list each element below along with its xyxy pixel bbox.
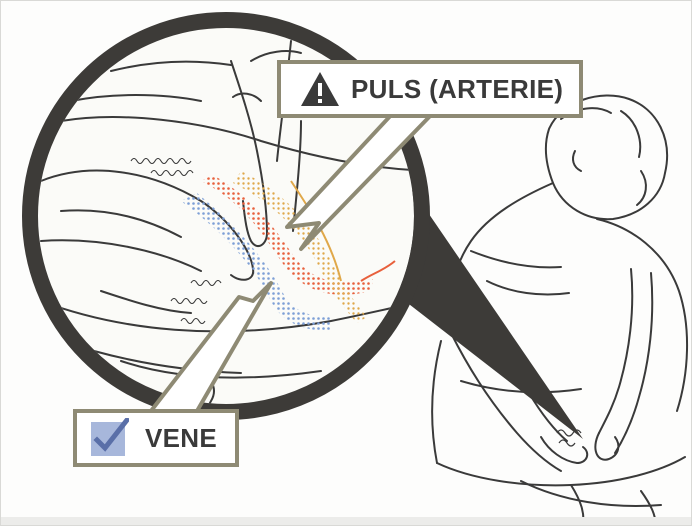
warning-icon [299, 70, 341, 108]
vein-label-text: VENE [145, 423, 217, 454]
bottom-divider [1, 517, 692, 525]
pulse-label-box: PULS (ARTERIE) [277, 60, 583, 118]
pulse-label-text: PULS (ARTERIE) [351, 74, 563, 105]
vein-label-box: VENE [73, 409, 239, 467]
checkbox-checked-icon [89, 418, 129, 458]
